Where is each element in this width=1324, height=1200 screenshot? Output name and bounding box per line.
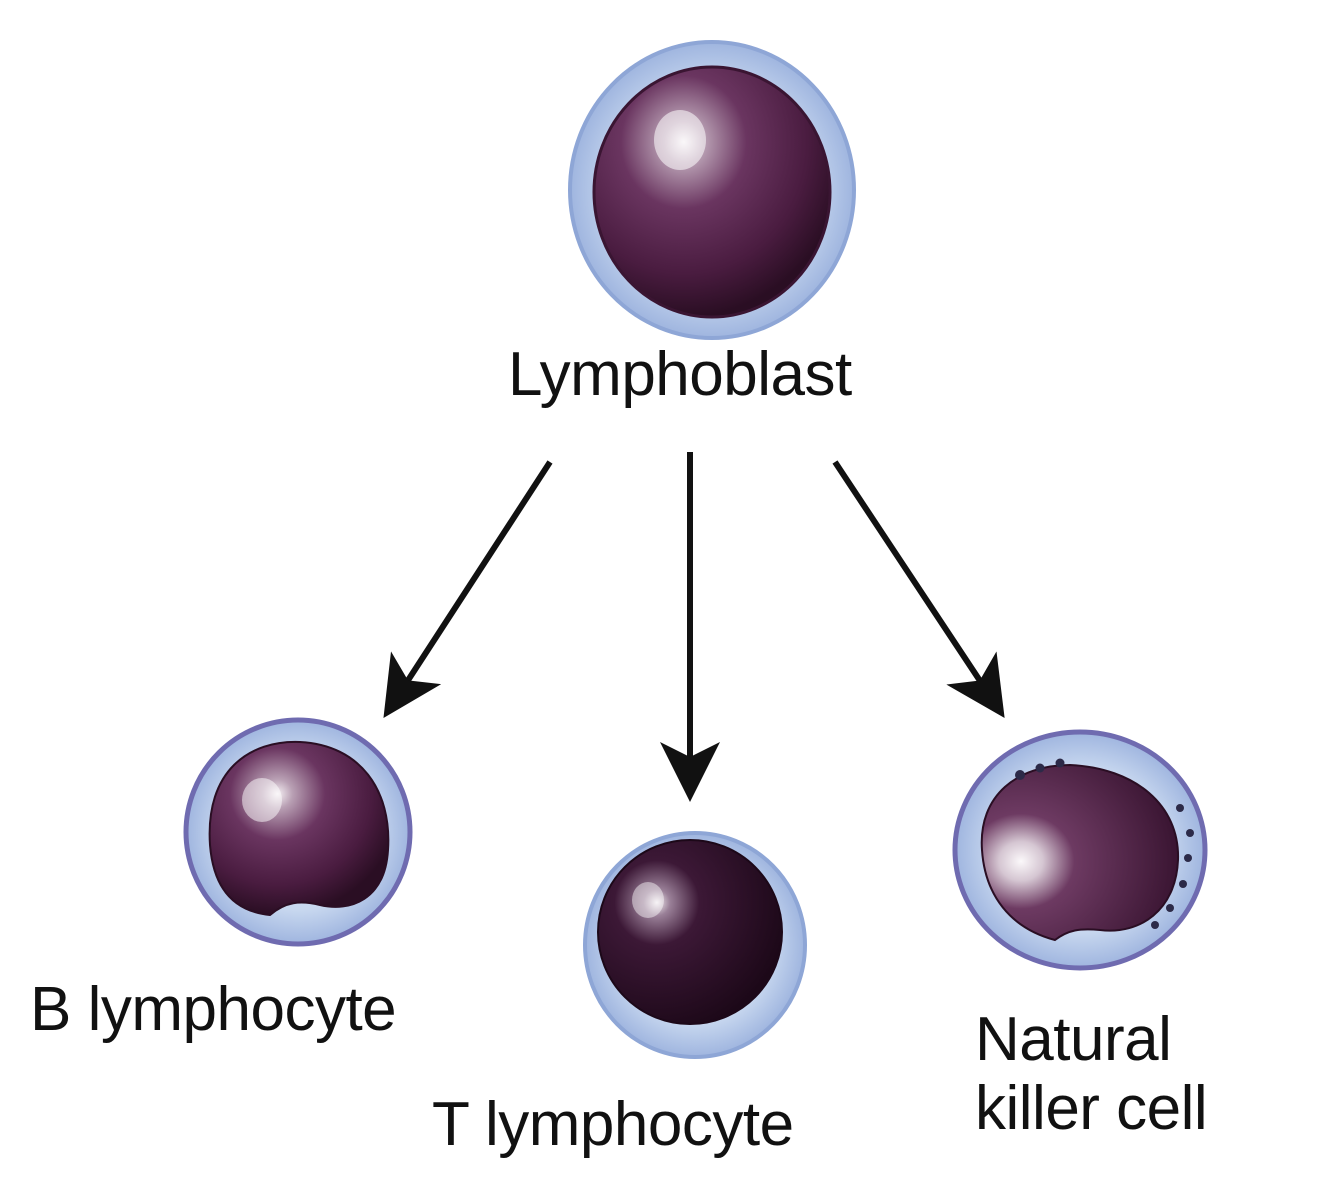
label-nk-cell: Natural killer cell <box>975 1005 1208 1144</box>
arrow-to-nk-cell <box>832 460 1005 719</box>
lymphoblast-cell <box>568 40 856 340</box>
b-lymphocyte-cell <box>183 717 413 947</box>
label-nk-line1: Natural <box>975 1005 1172 1074</box>
label-nk-line2: killer cell <box>975 1074 1208 1144</box>
arrow-to-b-lymphocyte <box>383 460 553 719</box>
nk-granules <box>1015 758 1194 929</box>
t-lymphocyte-cell <box>583 831 807 1059</box>
nk-cell <box>952 729 1208 971</box>
label-lymphoblast: Lymphoblast <box>508 340 852 409</box>
label-t-lymphocyte: T lymphocyte <box>432 1090 794 1159</box>
label-b-lymphocyte: B lymphocyte <box>30 975 397 1044</box>
